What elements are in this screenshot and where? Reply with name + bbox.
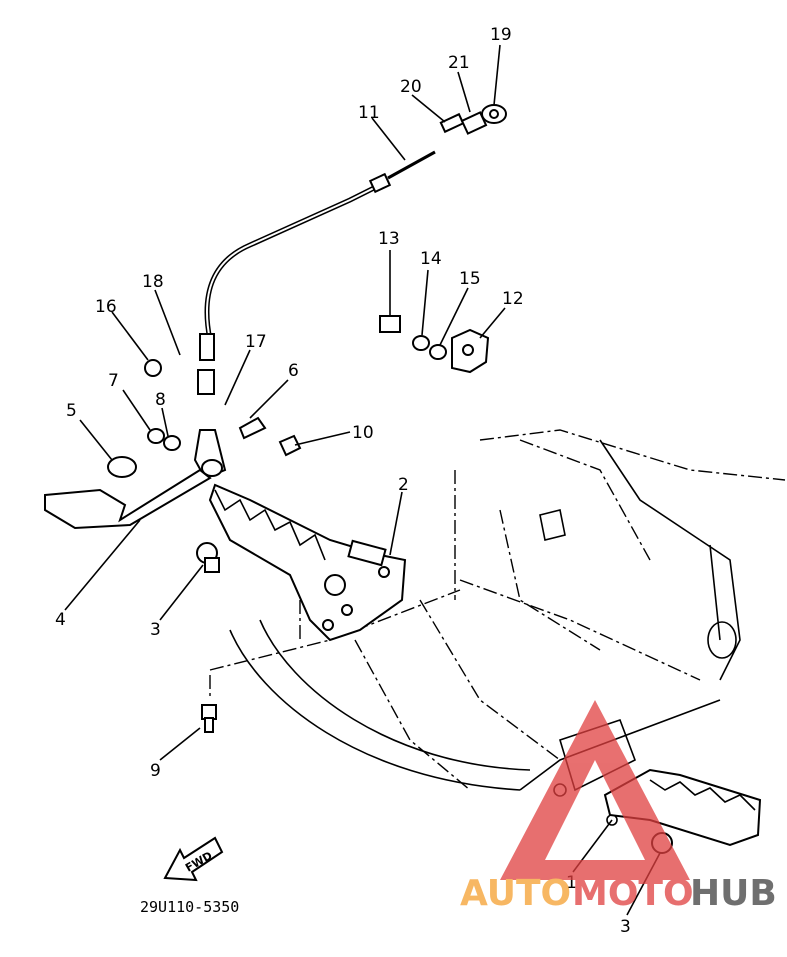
callout-numbers: 19 21 20 11 13 14 15 12 18 16 17 6 7 8 5… <box>55 25 631 937</box>
fwd-arrow: FWD <box>163 836 224 882</box>
callout-19: 19 <box>490 25 512 45</box>
callout-1b: 1 <box>566 873 577 893</box>
callout-11: 11 <box>358 103 380 123</box>
brake-pedal-group <box>44 359 267 530</box>
callout-9: 9 <box>150 761 161 781</box>
callout-21: 21 <box>448 53 470 73</box>
callout-3b: 3 <box>620 917 631 937</box>
hardware <box>196 434 302 733</box>
brake-cable <box>197 150 436 395</box>
callout-3a: 3 <box>150 620 161 640</box>
diagram-code: 29U110-5350 <box>140 898 239 916</box>
watermark-brand-hub: HUB <box>690 873 777 914</box>
callout-7: 7 <box>108 371 119 391</box>
callout-20: 20 <box>400 77 422 97</box>
watermark-brand-auto: AUTO <box>460 873 571 914</box>
callout-10: 10 <box>352 423 374 443</box>
callout-6: 6 <box>288 361 299 381</box>
callout-5: 5 <box>66 401 77 421</box>
callout-16: 16 <box>95 297 117 317</box>
callout-14: 14 <box>420 249 442 269</box>
frame-structure <box>209 429 786 826</box>
callout-15: 15 <box>459 269 481 289</box>
callout-4: 4 <box>55 610 66 630</box>
footrest-bracket <box>208 483 407 642</box>
callout-2: 2 <box>398 475 409 495</box>
callout-12: 12 <box>502 289 524 309</box>
adjuster-parts <box>439 104 507 135</box>
watermark-triangle-icon <box>500 700 690 880</box>
watermark: AUTO MOTO HUB <box>460 700 777 914</box>
callout-18: 18 <box>142 272 164 292</box>
watermark-brand-moto: MOTO <box>572 873 694 914</box>
leader-lines <box>64 44 661 916</box>
callout-17: 17 <box>245 332 267 352</box>
callout-8: 8 <box>155 390 166 410</box>
callout-13: 13 <box>378 229 400 249</box>
bracket-assembly <box>379 315 490 374</box>
